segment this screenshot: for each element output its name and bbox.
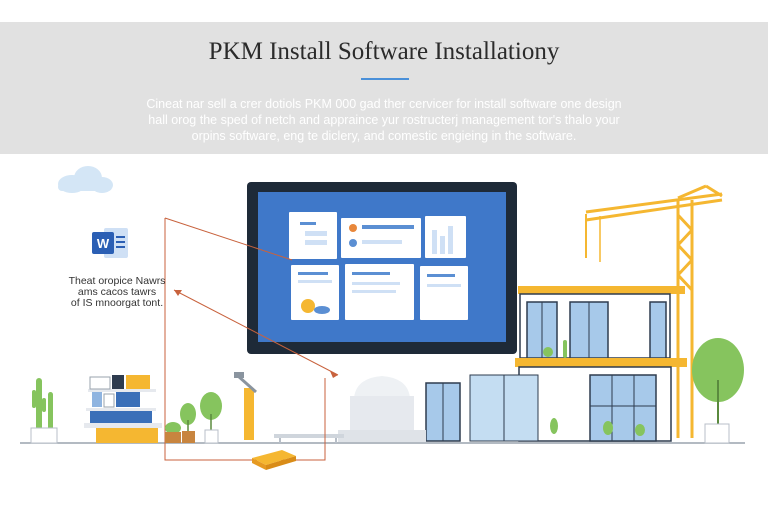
header-banner <box>0 22 768 154</box>
tool-icon <box>234 372 257 440</box>
side-note-line-2: ams cacos tawrs <box>77 286 157 298</box>
monitor <box>247 182 517 354</box>
side-note-line-1: Theat oropice Nawrs <box>68 275 166 287</box>
word-document-icon: W <box>92 228 128 258</box>
package-icon <box>252 450 296 470</box>
potted-plant-small <box>165 422 181 443</box>
bookshelf <box>84 375 162 443</box>
monitor-stand <box>338 376 426 442</box>
potted-plant-tall <box>180 392 222 444</box>
desk <box>274 434 344 443</box>
description-line-2: hall orog the sped of netch and apprainc… <box>148 113 620 127</box>
tree <box>692 338 744 444</box>
page-title: PKM Install Software Installationy <box>208 38 560 65</box>
header-description: Cineat nar sell a crer dotiols PKM 000 g… <box>110 96 658 144</box>
connector-lines <box>164 217 339 461</box>
title-underline <box>361 78 409 80</box>
crane-icon <box>585 184 723 438</box>
svg-text:W: W <box>97 236 110 251</box>
balcony-plants <box>543 340 645 436</box>
description-line-3: orpins software, eng te diclery, and com… <box>191 129 577 143</box>
cactus-plant <box>30 378 58 444</box>
side-note: Theat oropice Nawrs ams cacos tawrs of I… <box>62 276 172 309</box>
side-note-line-3: of IS mnoorgat tont. <box>70 297 164 309</box>
cloud-icon <box>58 166 113 193</box>
description-line-1: Cineat nar sell a crer dotiols PKM 000 g… <box>146 97 622 111</box>
building <box>425 286 687 442</box>
